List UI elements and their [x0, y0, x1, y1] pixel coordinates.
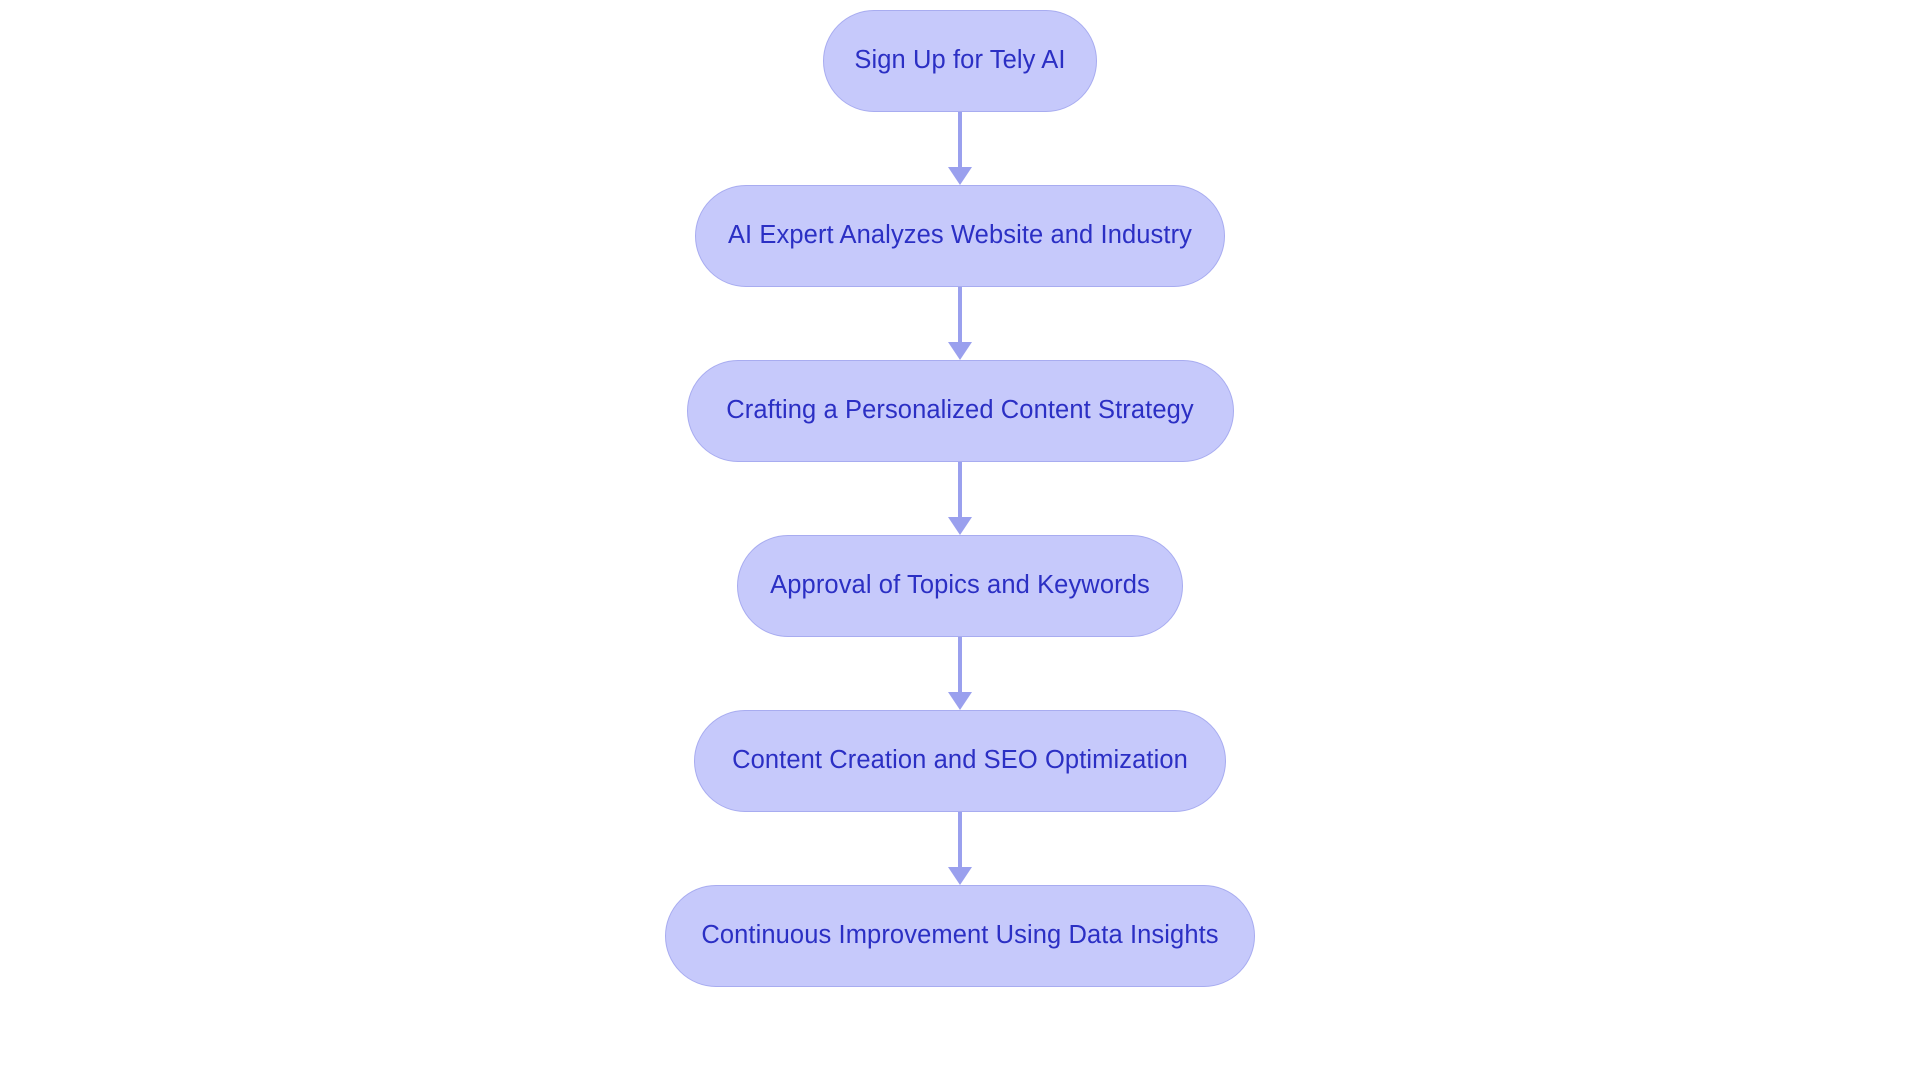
edge-line-icon	[958, 462, 962, 517]
flow-edge-2	[948, 287, 972, 360]
flow-edge-5	[948, 812, 972, 885]
edge-line-icon	[958, 287, 962, 342]
flow-node-approval-of-topics-and-keywords[interactable]: Approval of Topics and Keywords	[737, 535, 1183, 637]
flow-edge-4	[948, 637, 972, 710]
flow-node-sign-up-for-tely-ai[interactable]: Sign Up for Tely AI	[823, 10, 1097, 112]
flow-node-content-creation-and-seo-optimization[interactable]: Content Creation and SEO Optimization	[694, 710, 1226, 812]
flow-node-label: Sign Up for Tely AI	[854, 46, 1066, 75]
flow-node-ai-expert-analyzes-website-and-industry[interactable]: AI Expert Analyzes Website and Industry	[695, 185, 1225, 287]
arrow-down-icon	[948, 867, 972, 885]
flow-node-label: Continuous Improvement Using Data Insigh…	[701, 921, 1219, 950]
arrow-down-icon	[948, 692, 972, 710]
edge-line-icon	[958, 637, 962, 692]
edge-line-icon	[958, 112, 962, 167]
edge-line-icon	[958, 812, 962, 867]
flow-node-label: Crafting a Personalized Content Strategy	[726, 396, 1194, 425]
flow-edge-3	[948, 462, 972, 535]
arrow-down-icon	[948, 342, 972, 360]
arrow-down-icon	[948, 167, 972, 185]
flow-node-continuous-improvement-using-data-insights[interactable]: Continuous Improvement Using Data Insigh…	[665, 885, 1255, 987]
flow-node-label: AI Expert Analyzes Website and Industry	[727, 221, 1193, 250]
flow-node-label: Content Creation and SEO Optimization	[732, 746, 1188, 775]
flow-node-crafting-a-personalized-content-strategy[interactable]: Crafting a Personalized Content Strategy	[686, 360, 1234, 462]
flow-node-label: Approval of Topics and Keywords	[770, 571, 1150, 600]
arrow-down-icon	[948, 517, 972, 535]
flow-edge-1	[948, 112, 972, 185]
